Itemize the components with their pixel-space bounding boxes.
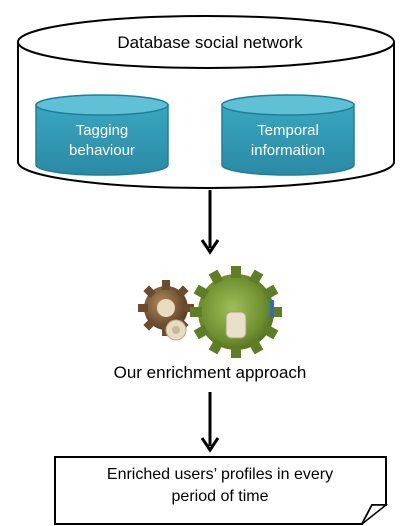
arrow-approach-to-output: [200, 392, 220, 453]
temporal-cylinder: Temporal information: [221, 94, 355, 176]
temporal-label-line2: information: [251, 142, 325, 159]
tagging-cylinder: Tagging behaviour: [35, 94, 169, 176]
temporal-label-line1: Temporal: [257, 122, 319, 139]
tagging-label-line1: Tagging: [76, 122, 129, 139]
tagging-label-line2: behaviour: [69, 142, 135, 159]
gears-icon: [138, 266, 282, 358]
output-label-line2: period of time: [172, 488, 269, 505]
output-document: Enriched users’ profiles in every period…: [54, 456, 389, 525]
arrow-database-to-approach: [200, 190, 220, 255]
approach-label: Our enrichment approach: [114, 363, 307, 382]
database-label: Database social network: [117, 33, 303, 52]
output-label-line1: Enriched users’ profiles in every: [107, 466, 333, 483]
